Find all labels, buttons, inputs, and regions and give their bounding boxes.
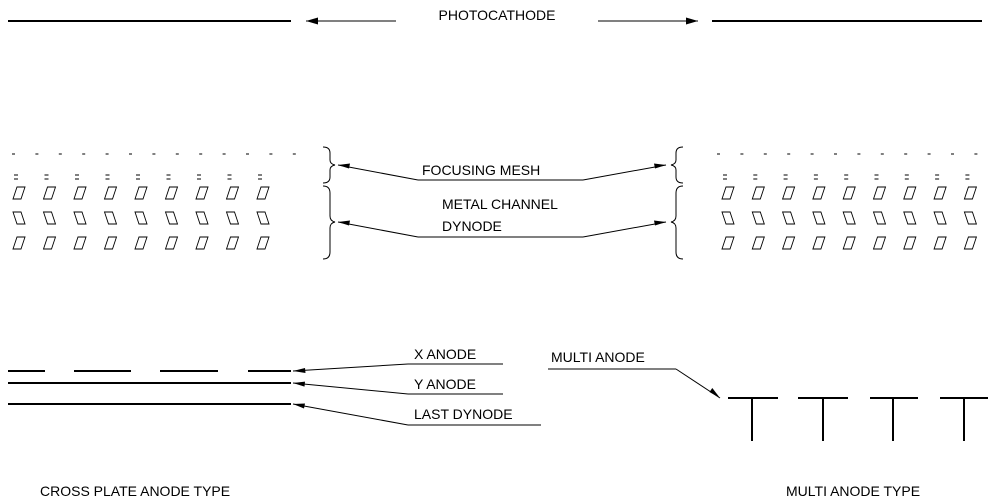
dynode-channel	[134, 186, 148, 200]
dynode-channel	[721, 211, 735, 225]
dynode-channel	[842, 186, 856, 200]
leader-line	[337, 164, 419, 181]
focusing-mesh-label: FOCUSING MESH	[422, 162, 540, 178]
dynode-channel	[225, 211, 240, 225]
arrowhead	[306, 17, 318, 25]
dynode-channel	[842, 236, 856, 250]
metal-channel-label-line1: METAL CHANNEL	[442, 196, 558, 212]
dynode-channel	[256, 186, 270, 200]
dynode-channel	[842, 211, 856, 225]
dynode-channel	[751, 236, 765, 250]
dynode-channel	[73, 211, 87, 225]
dynode-channel	[903, 211, 917, 225]
dynode-channel	[42, 211, 57, 225]
arrowhead	[654, 220, 666, 226]
dynode-channel	[73, 186, 87, 200]
dynode-channel	[164, 211, 179, 225]
dynode-channel	[12, 236, 26, 250]
label-bg	[396, 8, 598, 30]
dynode-channel	[812, 236, 826, 250]
arrowhead	[709, 388, 720, 398]
dynode-channel	[933, 236, 947, 250]
dynode-channel	[903, 186, 917, 200]
arrowhead	[654, 163, 666, 169]
dynode-channel	[872, 186, 887, 200]
dynode-channel	[42, 236, 57, 250]
dynode-channel	[781, 186, 796, 200]
dynode-channel	[134, 236, 148, 250]
dynode-brace-left	[322, 185, 336, 260]
dynode-channel	[103, 236, 118, 250]
arrowhead	[338, 220, 350, 226]
arrowhead	[293, 381, 305, 387]
leader-line	[582, 221, 667, 238]
focusing-mesh-brace-left	[322, 146, 336, 184]
dynode-channel	[12, 186, 26, 200]
focusing-mesh-brace-right	[670, 146, 684, 184]
leader-line	[582, 164, 667, 181]
dynode-channel	[812, 186, 826, 200]
dynode-channel	[933, 186, 947, 200]
arrowhead	[293, 403, 305, 409]
center-callouts: FOCUSING MESH METAL CHANNEL DYNODE	[322, 146, 684, 260]
dynode-channel	[225, 186, 240, 200]
dynode-channel	[781, 211, 796, 225]
metal-channel-dynode-left	[12, 174, 270, 250]
dynode-channel	[721, 236, 735, 250]
leader-line	[292, 382, 409, 395]
dynode-channel	[195, 211, 209, 225]
dynode-channel	[42, 186, 57, 200]
dynode-channel	[103, 211, 118, 225]
leader-line	[292, 403, 409, 426]
dynode-channel	[872, 236, 887, 250]
x-anode-label: X ANODE	[414, 346, 476, 362]
cross-plate-anode: X ANODE Y ANODE LAST DYNODE	[8, 346, 541, 426]
multi-anode: MULTI ANODE	[548, 349, 988, 441]
dynode-channel	[164, 186, 179, 200]
dynode-channel	[195, 186, 209, 200]
dynode-channel	[963, 186, 978, 200]
dynode-channel	[963, 211, 978, 225]
multi-anode-label: MULTI ANODE	[551, 349, 645, 365]
dynode-channel	[225, 236, 240, 250]
dynode-channel	[164, 236, 179, 250]
photocathode-label: PHOTOCATHODE	[439, 7, 556, 23]
metal-channel-label-line2: DYNODE	[442, 218, 502, 234]
dynode-channel	[933, 211, 947, 225]
dynode-channel	[721, 186, 735, 200]
dynode-channel	[751, 186, 765, 200]
dynode-channel	[781, 236, 796, 250]
y-anode-label: Y ANODE	[414, 376, 476, 392]
dynode-channel	[103, 186, 118, 200]
dynode-channel	[134, 211, 148, 225]
metal-channel-dynode-right	[721, 174, 978, 250]
dynode-channel	[195, 236, 209, 250]
dynode-channel	[751, 211, 765, 225]
last-dynode-label: LAST DYNODE	[414, 406, 513, 422]
leader-line	[337, 221, 419, 238]
arrowhead	[686, 17, 698, 25]
dynode-channel	[963, 236, 978, 250]
photocathode-group: PHOTOCATHODE	[8, 7, 982, 30]
dynode-channel	[903, 236, 917, 250]
arrowhead	[338, 163, 350, 169]
dynode-channel	[872, 211, 887, 225]
arrowhead	[293, 368, 306, 373]
dynode-channel	[73, 236, 87, 250]
dynode-channel	[812, 211, 826, 225]
multi-anode-type-title: MULTI ANODE TYPE	[786, 483, 920, 499]
dynode-channel	[256, 236, 270, 250]
dynode-channel	[12, 211, 26, 225]
cross-plate-anode-type-title: CROSS PLATE ANODE TYPE	[40, 483, 230, 499]
dynode-brace-right	[670, 185, 684, 260]
dynode-channel	[256, 211, 270, 225]
leader-line	[292, 363, 409, 372]
